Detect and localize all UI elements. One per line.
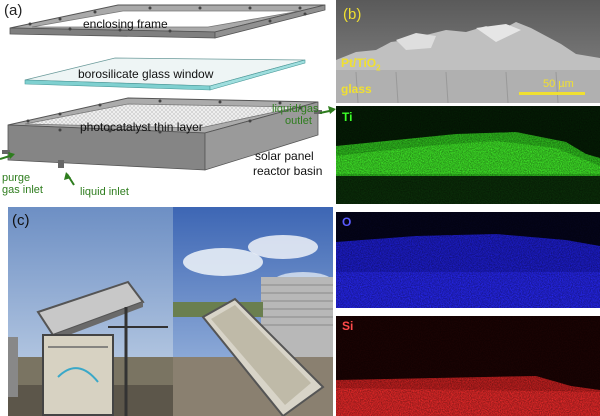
label-reactor-basin-2: reactor basin (253, 164, 323, 178)
photo-reactor-left (8, 207, 173, 416)
label-glass-window: borosilicate glass window (78, 67, 214, 81)
label-liquid-inlet: liquid inlet (80, 186, 129, 198)
photo-reactor-right (173, 207, 333, 416)
sem-substrate-label: glass (341, 82, 372, 96)
sem-scale-bar-label: 50 µm (543, 78, 574, 90)
label-photocatalyst: photocatalyst thin layer (80, 120, 203, 134)
label-outlet-1: liquid/gas (272, 103, 319, 115)
edx-label-si: Si (342, 319, 354, 333)
panel-c-letter: (c) (12, 212, 30, 229)
label-enclosing-frame: enclosing frame (83, 17, 168, 31)
sem-cross-section (336, 0, 600, 103)
glass-window (24, 57, 306, 91)
label-outlet-2: outlet (285, 115, 312, 127)
sem-layer-label: Pt/TiO2 (341, 56, 381, 73)
flow-arrows (0, 106, 336, 186)
edx-maps (336, 106, 600, 416)
reactor-exploded-diagram (0, 4, 336, 186)
panel-a-letter: (a) (4, 2, 23, 19)
label-reactor-basin-1: solar panel (255, 149, 314, 163)
label-purge-2: gas inlet (2, 184, 43, 196)
edx-map-o (336, 212, 600, 308)
reactor-basin (2, 97, 322, 171)
enclosing-frame (9, 4, 326, 39)
panel-b-letter: (b) (343, 6, 362, 23)
edx-map-si (336, 316, 600, 416)
edx-map-ti (336, 106, 600, 204)
edx-label-ti: Ti (342, 110, 353, 124)
edx-label-o: O (342, 215, 352, 229)
label-purge-1: purge (2, 172, 31, 184)
